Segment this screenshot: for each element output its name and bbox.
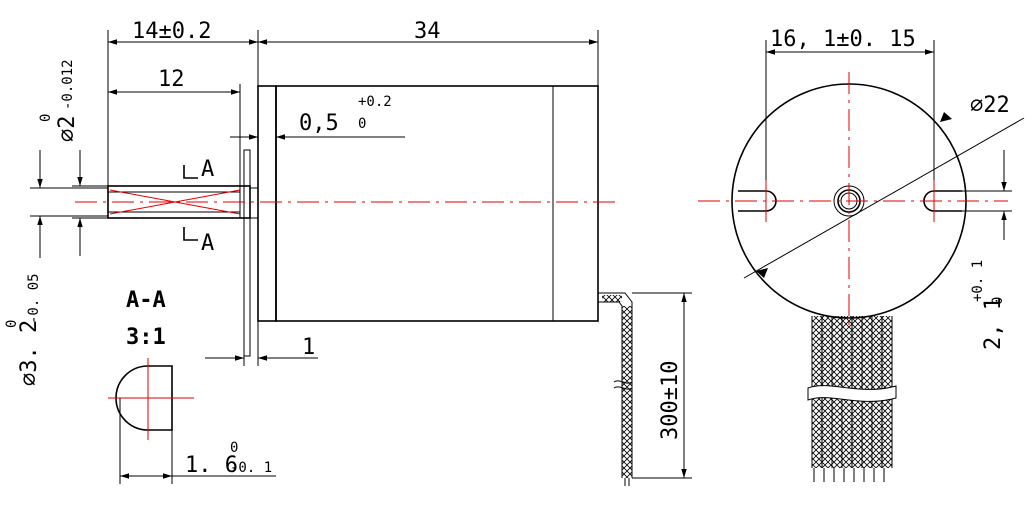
dim-boss-diameter-tol-lower: -0. 05 [26, 273, 42, 324]
front-view: 16, 1±0. 15 ⌀22 2, 1 +0. 1 0 [698, 27, 1025, 482]
section-title: A-A [126, 288, 166, 313]
wire-break-symbol [807, 385, 897, 402]
section-arrow-top [183, 165, 198, 179]
dim-flat-depth-tol-lower: -0. 1 [230, 460, 272, 476]
section-scale: 3:1 [126, 325, 166, 350]
dim-flat-depth: 1. 6 [185, 453, 238, 478]
dim-flat-length: 12 [158, 67, 185, 92]
dim-body-diameter: ⌀22 [970, 93, 1010, 118]
dim-flange-step-tol-upper: +0.2 [358, 94, 392, 110]
dim-flange-step-tol-lower: 0 [358, 116, 366, 132]
dim-flange-step: 0,5 [299, 111, 339, 136]
break-symbol [613, 380, 633, 390]
dim-hole-spacing: 16, 1±0. 15 [770, 27, 916, 52]
dim-boss-diameter: ⌀3. 2 [17, 320, 42, 386]
section-shaft-profile [115, 365, 173, 431]
side-view-dimensions: 14±0.2 34 12 0,5 +0.2 0 1 ⌀2 0 -0.012 ⌀3… [4, 19, 692, 479]
dim-slot-width: 2, 1 [981, 297, 1006, 350]
dim-boss-diameter-tol-upper: 0 [4, 320, 20, 328]
section-marker-top: A [201, 157, 214, 182]
dim-slot-width-tol-upper: +0. 1 [970, 260, 986, 302]
dim-flange-thickness: 1 [302, 335, 315, 360]
lead-wire-braid [622, 306, 632, 478]
section-view: A-A 3:1 1. 6 0 -0. 1 [108, 288, 276, 484]
dim-shaft-diameter-tol-lower: -0.012 [60, 59, 76, 110]
section-arrow-bottom [183, 227, 198, 241]
dim-body-length: 34 [414, 19, 441, 44]
lead-wires [807, 316, 897, 482]
side-view: A A [75, 85, 633, 486]
dim-shaft-length: 14±0.2 [132, 19, 211, 44]
dim-shaft-diameter-tol-upper: 0 [38, 114, 54, 122]
section-marker-bottom: A [201, 231, 214, 256]
shaft [107, 185, 251, 219]
bearing-plate [243, 149, 251, 357]
dim-slot-width-tol-lower: 0 [990, 297, 1006, 305]
shaft-boss [249, 187, 259, 219]
dim-lead-length: 300±10 [658, 361, 683, 440]
flange-plate [257, 85, 277, 322]
flat-cross-b [109, 189, 241, 215]
dim-flat-depth-tol-upper: 0 [230, 440, 238, 456]
dim-shaft-diameter: ⌀2 [55, 116, 80, 143]
